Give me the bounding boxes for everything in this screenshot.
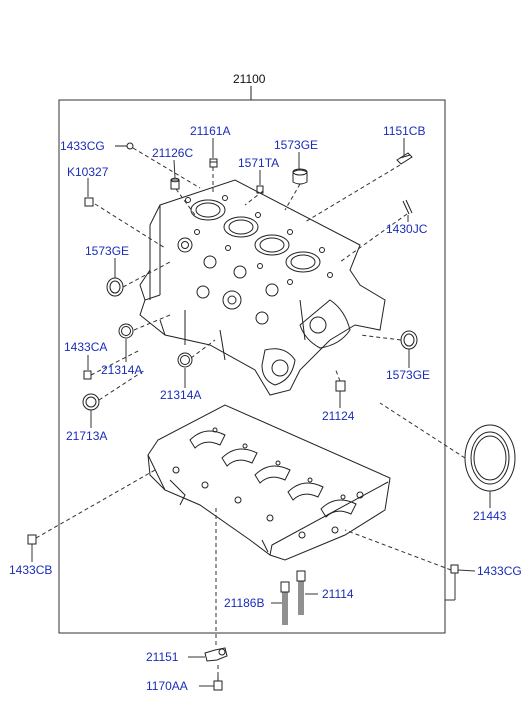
part-21124[interactable]: [335, 380, 346, 392]
callout-1433CG-right[interactable]: 1433CG: [477, 564, 522, 578]
callout-21114[interactable]: 21114: [322, 587, 354, 601]
callout-1433CA[interactable]: 1433CA: [64, 340, 108, 354]
callout-1573GE-right[interactable]: 1573GE: [386, 368, 431, 382]
part-1433CG-top[interactable]: [115, 142, 134, 150]
callout-21161A[interactable]: 21161A: [190, 124, 231, 138]
part-21161A[interactable]: [209, 158, 218, 168]
callout-1433CB[interactable]: 1433CB: [9, 563, 53, 577]
part-1573GE-left[interactable]: [106, 277, 124, 297]
callout-21126C[interactable]: 21126C: [152, 146, 194, 160]
label-leaders: [31, 138, 491, 687]
callout-K10327[interactable]: K10327: [67, 165, 109, 179]
callout-21151[interactable]: 21151: [146, 650, 179, 664]
part-21151[interactable]: [204, 647, 228, 662]
assembly-label: 21100: [233, 72, 266, 86]
part-1433CB[interactable]: [27, 534, 37, 545]
part-21314A-left[interactable]: [118, 323, 134, 339]
leader-lines: [35, 147, 466, 676]
lower-crankcase[interactable]: [148, 405, 390, 560]
callout-1170AA[interactable]: 1170AA: [146, 679, 188, 693]
part-21443-oil-seal[interactable]: [464, 424, 516, 492]
callout-21186B[interactable]: 21186B: [224, 596, 265, 610]
part-1573GE-top[interactable]: [292, 168, 308, 185]
callout-21443[interactable]: 21443: [473, 509, 507, 523]
part-21114-bolt[interactable]: [296, 570, 306, 615]
callout-1573GE-left[interactable]: 1573GE: [85, 244, 130, 258]
callout-21314A-left[interactable]: 21314A: [101, 363, 143, 377]
callout-1571TA[interactable]: 1571TA: [238, 156, 280, 170]
part-1170AA[interactable]: [213, 676, 223, 691]
part-1573GE-right[interactable]: [400, 330, 418, 350]
cylinder-block[interactable]: [140, 180, 385, 395]
part-21126C[interactable]: [170, 177, 180, 190]
callout-1151CB[interactable]: 1151CB: [383, 124, 426, 138]
callout-21124[interactable]: 21124: [322, 409, 355, 423]
part-1151CB[interactable]: [396, 152, 413, 165]
callout-1573GE-top[interactable]: 1573GE: [274, 138, 319, 152]
part-21713A[interactable]: [82, 393, 100, 411]
part-K10327[interactable]: [84, 197, 94, 207]
part-1430JC[interactable]: [402, 199, 413, 215]
part-21186B-bolt[interactable]: [280, 581, 290, 625]
callout-21713A[interactable]: 21713A: [66, 429, 108, 443]
callout-21314A-mid[interactable]: 21314A: [160, 388, 202, 402]
assembly-frame: [58, 99, 446, 634]
part-21314A-mid[interactable]: [177, 352, 193, 368]
part-1433CG-right[interactable]: [450, 564, 459, 574]
callout-1433CG-top[interactable]: 1433CG: [60, 139, 105, 153]
part-1433CA[interactable]: [83, 370, 92, 380]
callout-1430JC[interactable]: 1430JC: [386, 222, 428, 236]
